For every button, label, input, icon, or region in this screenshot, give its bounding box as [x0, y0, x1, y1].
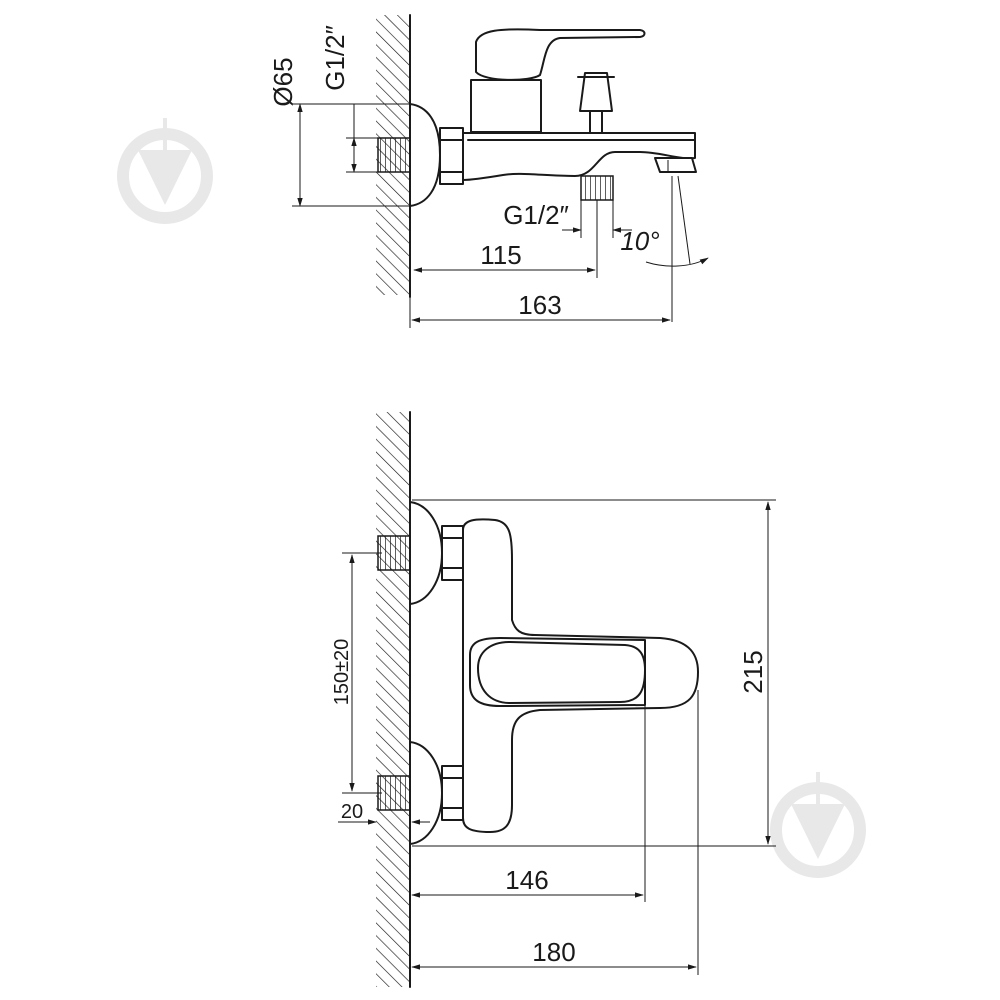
top-view: Ø65 G1/2″ G1/2″ 10° 115 163 [268, 14, 709, 328]
spout-tip [654, 157, 697, 173]
lever-handle [475, 28, 646, 81]
dim-diameter-label: Ø65 [268, 57, 298, 106]
hex-nut [441, 525, 464, 581]
watermark-logo [117, 118, 213, 224]
dim-total-depth-label: 163 [518, 290, 561, 320]
dim-height-label: 215 [738, 650, 768, 693]
dim-inlet-spacing-label: 150±20 [331, 639, 353, 706]
diverter-knob [579, 72, 613, 112]
watermark-logo [770, 772, 866, 878]
lever-handle [477, 641, 646, 704]
front-view: 150±20 20 215 146 180 [331, 411, 776, 988]
inlet-thread [377, 137, 411, 173]
mixer-body [462, 132, 696, 181]
dim-total-reach-label: 180 [532, 937, 575, 967]
hatched-wall [376, 412, 410, 987]
dim-handle-reach-label: 146 [505, 865, 548, 895]
hex-nut [439, 127, 464, 185]
dim-outlet-thread-label: G1/2″ [503, 200, 569, 230]
escutcheon [409, 501, 443, 605]
dim-outlet-offset-label: 115 [480, 240, 521, 270]
dim-thread-length-label: 20 [341, 801, 363, 823]
escutcheon [409, 103, 441, 207]
dim-angle-label: 10° [620, 226, 659, 256]
dim-inlet-thread-label: G1/2″ [320, 25, 350, 91]
outlet-thread [580, 175, 614, 201]
escutcheon [409, 741, 443, 845]
inlet-thread [377, 775, 411, 811]
inlet-thread [377, 535, 411, 571]
hex-nut [441, 765, 464, 821]
